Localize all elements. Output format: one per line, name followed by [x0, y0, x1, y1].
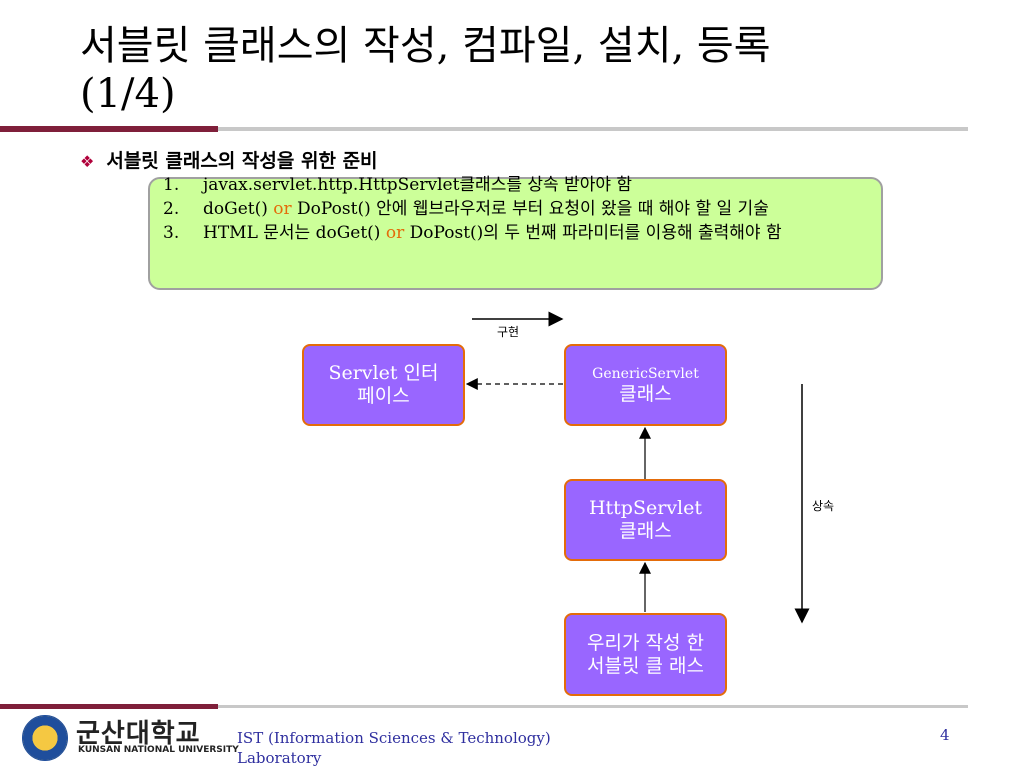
servlet-interface-label: Servlet 인터 페이스 [328, 362, 439, 407]
servlet-interface-box: Servlet 인터 페이스 [302, 344, 465, 426]
http-servlet-box: HttpServlet 클래스 [564, 479, 727, 561]
list-item: 1. javax.servlet.http.HttpServlet클래스를 상속… [163, 175, 863, 195]
list-item: 3. HTML 문서는 doGet() or DoPost()의 두 번째 파라… [163, 223, 863, 243]
list-item: 2. doGet() or DoPost() 안에 웹브라우저로 부터 요청이 … [163, 199, 863, 219]
steps-panel [148, 177, 883, 290]
page-number: 4 [940, 726, 950, 744]
generic-servlet-name: GenericServlet [592, 365, 699, 382]
slide-title: 서블릿 클래스의 작성, 컴파일, 설치, 등록 (1/4) [80, 22, 980, 118]
step-number: 1. [163, 175, 180, 195]
step-text-pre: HTML 문서는 doGet() [203, 223, 386, 243]
steps-list: 1. javax.servlet.http.HttpServlet클래스를 상속… [163, 175, 863, 247]
legend-inherit-label: 상속 [812, 499, 835, 513]
bullet-text: 서블릿 클래스의 작성을 위한 준비 [106, 150, 378, 172]
step-text-pre: doGet() [203, 199, 274, 219]
step-number: 2. [163, 199, 180, 219]
title-line-1: 서블릿 클래스의 작성, 컴파일, 설치, 등록 [80, 23, 771, 69]
step-text: javax.servlet.http.HttpServlet클래스를 상속 받아… [203, 175, 633, 195]
university-seal-icon [22, 715, 68, 761]
title-line-2: (1/4) [80, 71, 176, 117]
university-logo: 군산대학교 KUNSAN NATIONAL UNIVERSITY [22, 713, 239, 761]
title-divider [0, 126, 968, 132]
generic-servlet-class: 클래스 [619, 382, 672, 405]
logo-korean-name: 군산대학교 [76, 719, 201, 749]
generic-servlet-box: GenericServlet 클래스 [564, 344, 727, 426]
legend-implement-label: 구현 [497, 325, 520, 339]
http-servlet-name: HttpServlet [588, 497, 703, 519]
footer-divider [0, 704, 968, 710]
logo-english-name: KUNSAN NATIONAL UNIVERSITY [78, 745, 239, 755]
step-text-post: DoPost()의 두 번째 파라미터를 이용해 출력해야 함 [404, 223, 782, 243]
our-servlet-box: 우리가 작성 한 서블릿 클 래스 [564, 613, 727, 696]
http-servlet-class: 클래스 [619, 520, 672, 542]
or-keyword: or [273, 199, 292, 219]
footer-lab-name: IST (Information Sciences & Technology) … [237, 729, 551, 767]
bullet-item: ❖ 서블릿 클래스의 작성을 위한 준비 [80, 146, 378, 173]
our-servlet-label: 우리가 작성 한 서블릿 클 래스 [587, 631, 704, 677]
diamond-bullet-icon: ❖ [80, 152, 95, 171]
step-number: 3. [163, 223, 180, 243]
step-text-post: DoPost() 안에 웹브라우저로 부터 요청이 왔을 때 해야 할 일 기술 [291, 199, 769, 219]
or-keyword: or [385, 223, 405, 243]
